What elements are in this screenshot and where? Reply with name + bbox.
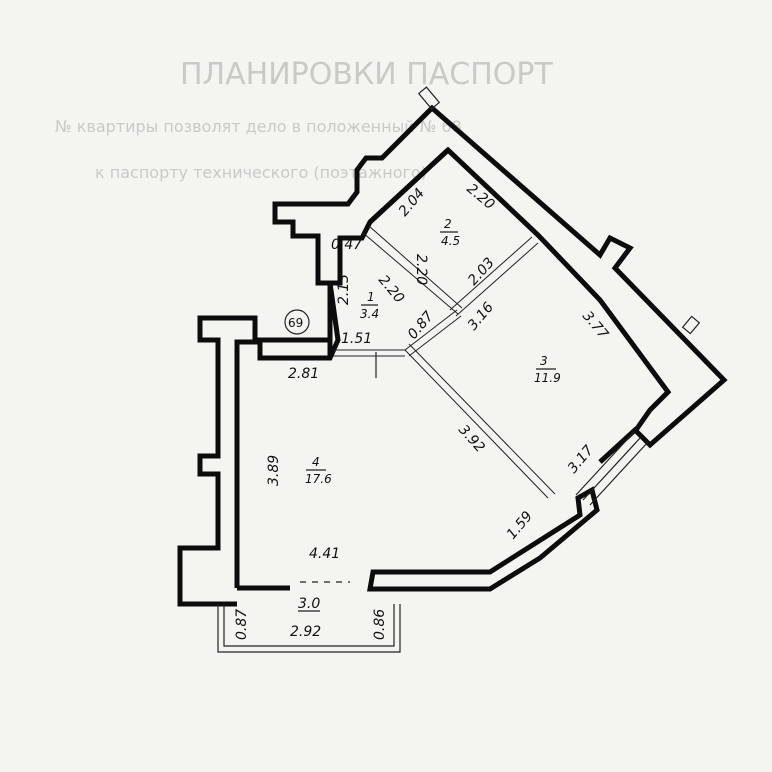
balcony-right-depth: 0.86 bbox=[372, 609, 388, 640]
inner-outline-wall bbox=[234, 146, 672, 588]
room-4-number: 4 bbox=[312, 455, 320, 469]
dim-4-41: 4.41 bbox=[309, 546, 340, 562]
dim-3-77: 3.77 bbox=[579, 308, 611, 342]
window-room3 bbox=[575, 431, 649, 506]
dim-1-59: 1.59 bbox=[504, 508, 536, 542]
dim-2-20-top: 2.20 bbox=[463, 181, 497, 213]
balcony-outline bbox=[217, 604, 401, 653]
partition-room3-room4 bbox=[404, 343, 556, 499]
dim-1-51: 1.51 bbox=[341, 331, 372, 347]
balcony-inner bbox=[223, 604, 395, 647]
balcony: 3.0 2.92 0.87 0.86 bbox=[217, 581, 401, 653]
balcony-width: 2.92 bbox=[290, 624, 321, 640]
dim-2-20-low: 2.20 bbox=[375, 272, 407, 306]
room-2-number: 2 bbox=[444, 217, 452, 231]
room-1-number: 1 bbox=[367, 290, 375, 304]
dim-2-13: 2.13 bbox=[336, 274, 352, 305]
room-2-area: 4.5 bbox=[441, 234, 460, 248]
room-1-area: 3.4 bbox=[360, 307, 379, 321]
partitions bbox=[333, 225, 556, 499]
dim-3-89: 3.89 bbox=[266, 455, 282, 486]
dim-3-17: 3.17 bbox=[565, 442, 597, 476]
room-3-number: 3 bbox=[540, 354, 548, 368]
main-exterior-wall bbox=[367, 486, 600, 592]
apartment-marker-number: 69 bbox=[288, 316, 303, 330]
windows bbox=[417, 86, 701, 506]
dim-0-47: 0.47 bbox=[331, 237, 362, 253]
interior-wall-upper bbox=[368, 148, 450, 224]
bg-line-1: № квартиры позволят дело в положенный № … bbox=[55, 117, 462, 136]
outer-outline-wall bbox=[177, 104, 728, 607]
balcony-area: 3.0 bbox=[298, 596, 320, 612]
apartment-marker-circle bbox=[284, 309, 310, 335]
bg-heading: ПЛАНИРОВКИ ПАСПОРТ bbox=[180, 57, 553, 92]
room-4-area: 17.6 bbox=[305, 472, 332, 486]
room-labels: 1 3.4 2 4.5 3 11.9 4 17.6 bbox=[305, 217, 561, 486]
radiator-mark bbox=[681, 315, 701, 335]
partition-room2-room3 bbox=[449, 236, 539, 317]
walls bbox=[177, 104, 728, 607]
dim-2-81: 2.81 bbox=[288, 366, 319, 382]
partition-room2-room1 bbox=[361, 225, 463, 315]
background-document-text: ПЛАНИРОВКИ ПАСПОРТ № квартиры позволят д… bbox=[55, 57, 553, 182]
room-3-area: 11.9 bbox=[534, 371, 561, 385]
dim-3-92: 3.92 bbox=[455, 422, 488, 456]
bg-line-2: к паспорту технического (поэтажного) bbox=[95, 163, 427, 182]
balcony-left-depth: 0.87 bbox=[234, 609, 250, 640]
vent-mark bbox=[417, 86, 441, 110]
dim-0-87: 0.87 bbox=[405, 308, 437, 342]
dim-2-20-mid: 2.20 bbox=[413, 254, 429, 285]
partition-diagonal-short bbox=[404, 309, 462, 357]
partition-room1-room4 bbox=[333, 349, 405, 357]
apartment-marker: 69 bbox=[284, 309, 310, 335]
